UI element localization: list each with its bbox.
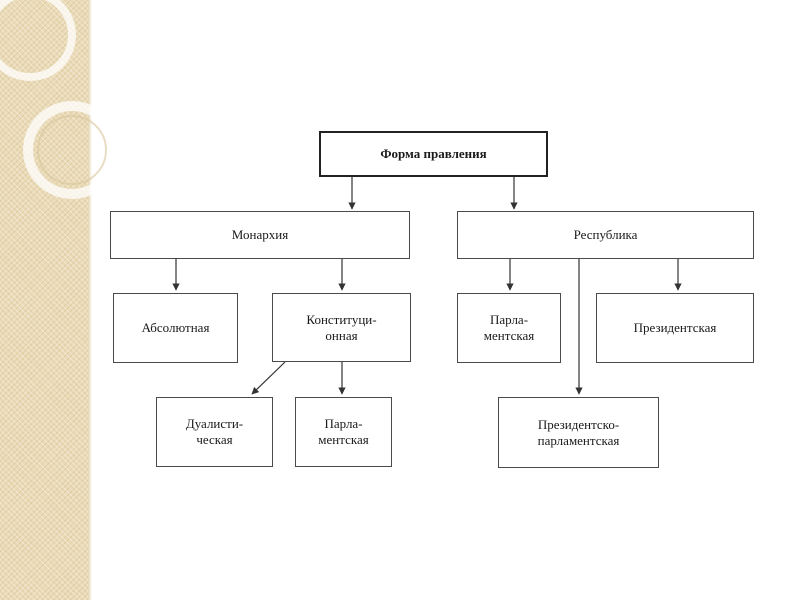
box-parliamentary-republic-label: Парла- ментская bbox=[483, 312, 535, 343]
arrow-constitutional-dualistic bbox=[251, 361, 286, 395]
box-presidential-parliamentary: Президентско- парламентская bbox=[498, 397, 659, 468]
box-absolute-label: Абсолютная bbox=[141, 320, 210, 335]
box-dualistic-label: Дуалисти- ческая bbox=[185, 416, 244, 447]
box-presidential-label: Президентская bbox=[633, 320, 717, 335]
box-republic: Республика bbox=[457, 211, 754, 259]
box-presidential-parliamentary-label: Президентско- парламентская bbox=[537, 416, 620, 448]
box-presidential: Президентская bbox=[596, 293, 754, 363]
box-form-of-government-label: Форма правления bbox=[380, 146, 487, 161]
sidebar-edge bbox=[88, 0, 92, 600]
decorative-sidebar bbox=[0, 0, 88, 600]
decorative-circles bbox=[0, 0, 121, 199]
box-absolute: Абсолютная bbox=[113, 293, 238, 363]
box-constitutional: Конституци- онная bbox=[272, 293, 411, 362]
box-constitutional-label: Конституци- онная bbox=[306, 311, 377, 343]
box-parliamentary-republic: Парла- ментская bbox=[457, 293, 561, 363]
box-form-of-government: Форма правления bbox=[319, 131, 548, 177]
box-monarchy-label: Монархия bbox=[231, 227, 289, 242]
box-parliamentary-monarchy-label: Парла- ментская bbox=[318, 416, 369, 447]
box-monarchy: Монархия bbox=[110, 211, 410, 259]
box-republic-label: Республика bbox=[573, 227, 638, 242]
box-parliamentary-monarchy: Парла- ментская bbox=[295, 397, 392, 467]
box-dualistic: Дуалисти- ческая bbox=[156, 397, 273, 467]
